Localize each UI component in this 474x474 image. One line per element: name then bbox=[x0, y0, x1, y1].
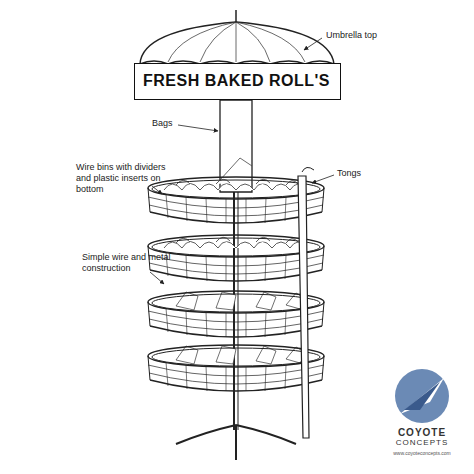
callout-label: Tongs bbox=[337, 168, 387, 179]
logo-text: COYOTE bbox=[380, 426, 464, 439]
callout-label: Umbrella top bbox=[326, 30, 406, 41]
sign-text: FRESH BAKED ROLL'S bbox=[143, 72, 340, 90]
callout-label: Simple wire and metal construction bbox=[82, 252, 186, 274]
logo-text: CONCEPTS bbox=[380, 438, 464, 448]
callout-label: Bags bbox=[152, 118, 192, 129]
logo-text: www.coyoteconcepts.com bbox=[372, 450, 472, 456]
sign-panel: FRESH BAKED ROLL'S bbox=[134, 63, 341, 100]
callout-label: Wire bins with dividers and plastic inse… bbox=[76, 162, 176, 195]
